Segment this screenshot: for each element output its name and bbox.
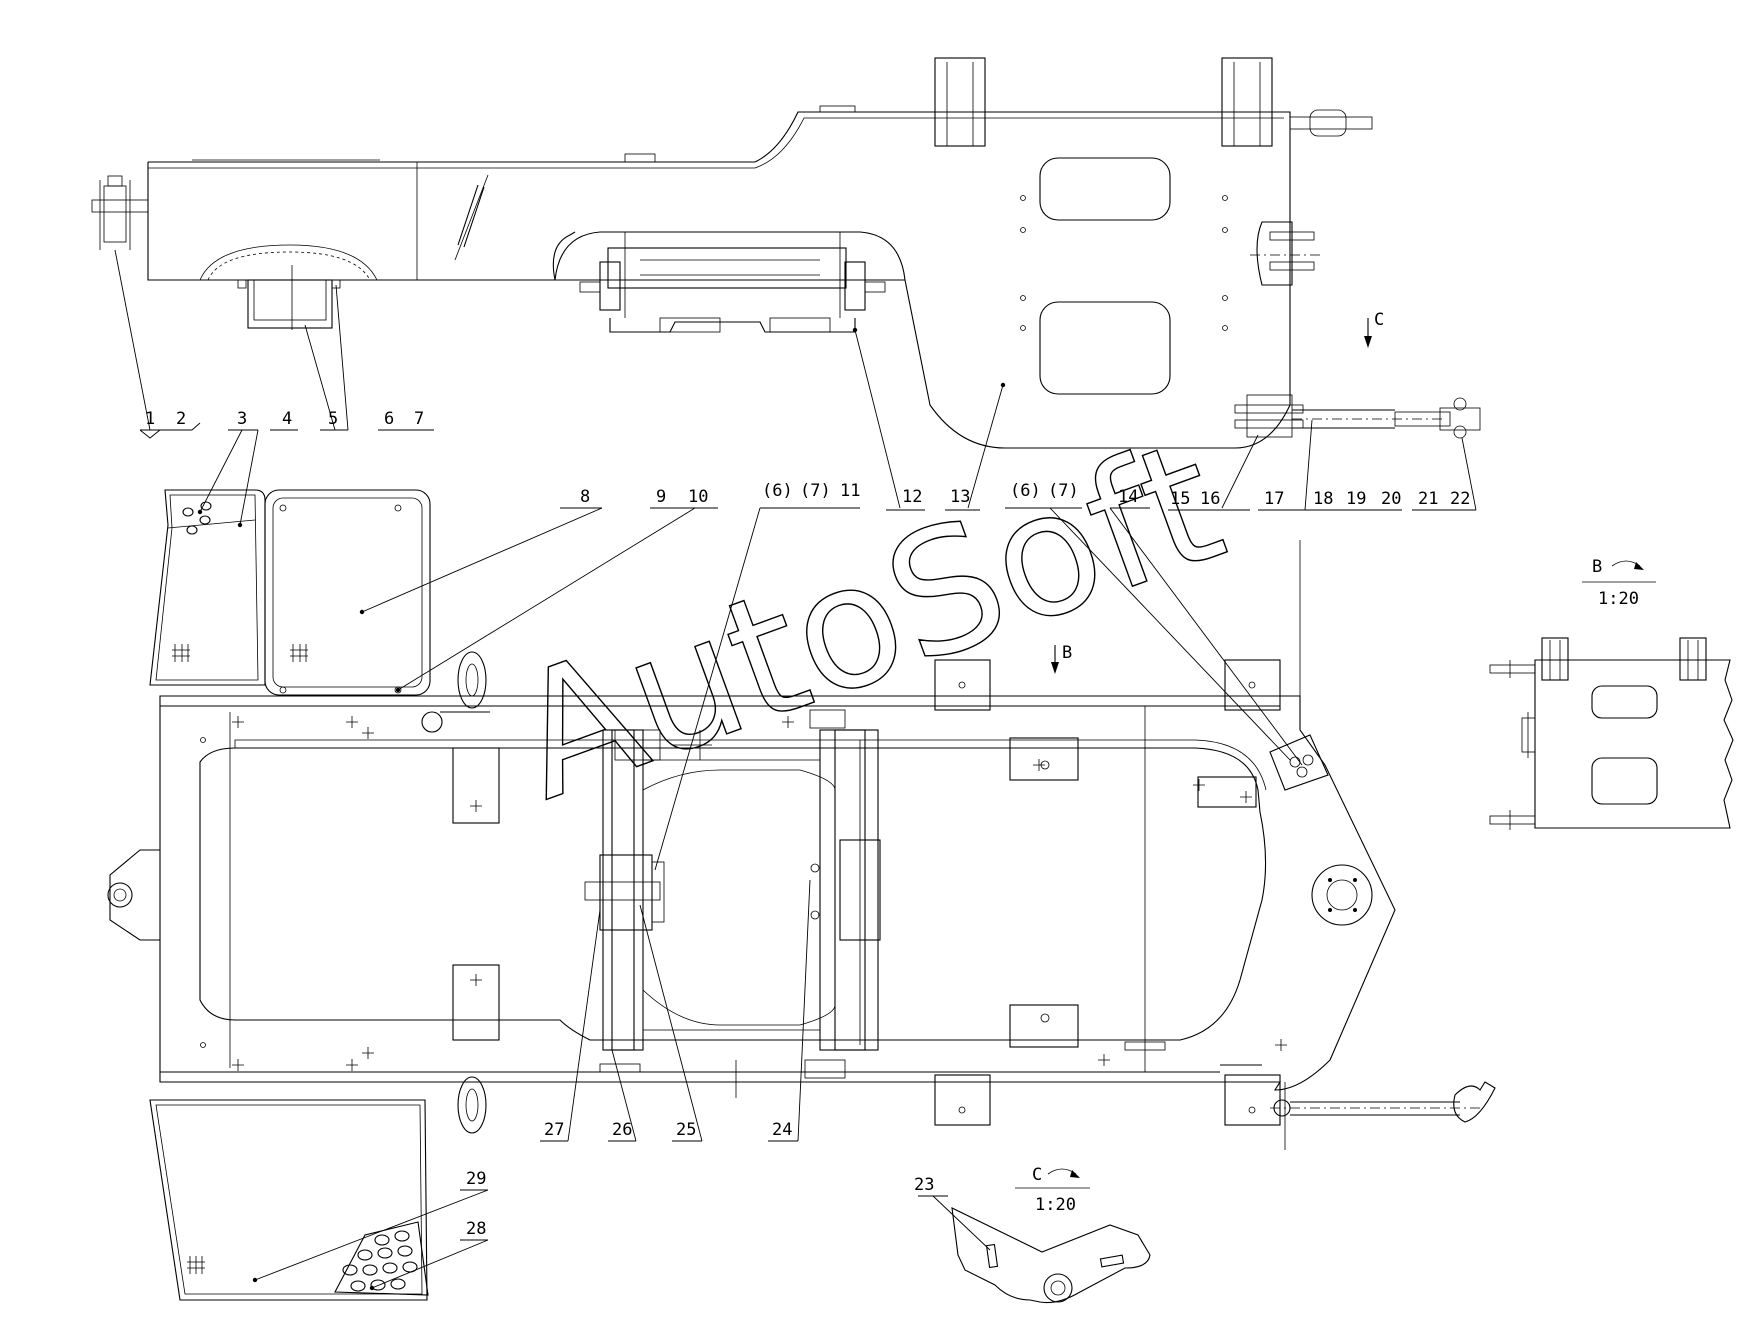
section-b-arrow-label: B — [1062, 643, 1072, 663]
callout-26: 26 — [612, 1120, 632, 1140]
top-holes — [1020, 195, 1228, 331]
callout-23: 23 — [914, 1175, 934, 1195]
callout-16: 16 — [1200, 489, 1220, 509]
frame-cross-marks — [232, 716, 1287, 1071]
callout-27: 27 — [544, 1120, 564, 1140]
callout-7: 7 — [414, 409, 424, 429]
callout-28: 28 — [466, 1219, 486, 1239]
callout-3: 3 — [237, 409, 247, 429]
callout-11: 11 — [840, 481, 860, 501]
view-b: B 1:20 — [1489, 557, 1734, 830]
watermark-text: AutoSoft — [491, 403, 1245, 839]
section-c-arrow-label: C — [1374, 310, 1384, 330]
callout-20: 20 — [1381, 489, 1401, 509]
callout-21: 21 — [1418, 489, 1438, 509]
watermark-group: AutoSoft — [491, 402, 1246, 839]
callout-18: 18 — [1313, 489, 1333, 509]
upper-plates — [149, 489, 431, 696]
callout-19: 19 — [1346, 489, 1366, 509]
callout-5: 5 — [328, 409, 338, 429]
view-b-scale: 1:20 — [1598, 589, 1639, 609]
callout-9: 9 — [656, 487, 666, 507]
callout-labels: 1 2 3 4 5 6 7 8 9 10 (6) (7) 11 12 13 (6… — [145, 409, 1470, 1239]
callout-2: 2 — [176, 409, 186, 429]
callout-13: 13 — [950, 487, 970, 507]
plate-bumps — [342, 1230, 418, 1292]
leader-lines — [114, 249, 1477, 1289]
callout-7-ref-b: (7) — [1048, 481, 1079, 501]
leader-dots — [197, 327, 1006, 1291]
callout-6-ref-b: (6) — [1010, 481, 1041, 501]
lower-plates — [149, 1099, 429, 1301]
callout-8: 8 — [580, 487, 590, 507]
callout-15: 15 — [1170, 489, 1190, 509]
view-c-letter: C — [1032, 1165, 1042, 1185]
callout-7-ref-a: (7) — [800, 481, 831, 501]
callout-25: 25 — [676, 1120, 696, 1140]
callout-4: 4 — [282, 409, 292, 429]
view-c: C 1:20 — [951, 1165, 1151, 1304]
callout-24: 24 — [772, 1120, 792, 1140]
callout-1: 1 — [145, 409, 155, 429]
callout-29: 29 — [466, 1169, 486, 1189]
callout-10: 10 — [688, 487, 708, 507]
callout-6-ref-a: (6) — [762, 481, 793, 501]
view-c-scale: 1:20 — [1035, 1195, 1076, 1215]
callout-22: 22 — [1450, 489, 1470, 509]
view-b-letter: B — [1592, 557, 1602, 577]
callout-14: 14 — [1118, 487, 1138, 507]
callout-17: 17 — [1264, 489, 1284, 509]
callout-6: 6 — [384, 409, 394, 429]
main-frame: B — [107, 540, 1496, 1150]
callout-12: 12 — [902, 487, 922, 507]
top-boom-assembly: C — [91, 57, 1481, 449]
